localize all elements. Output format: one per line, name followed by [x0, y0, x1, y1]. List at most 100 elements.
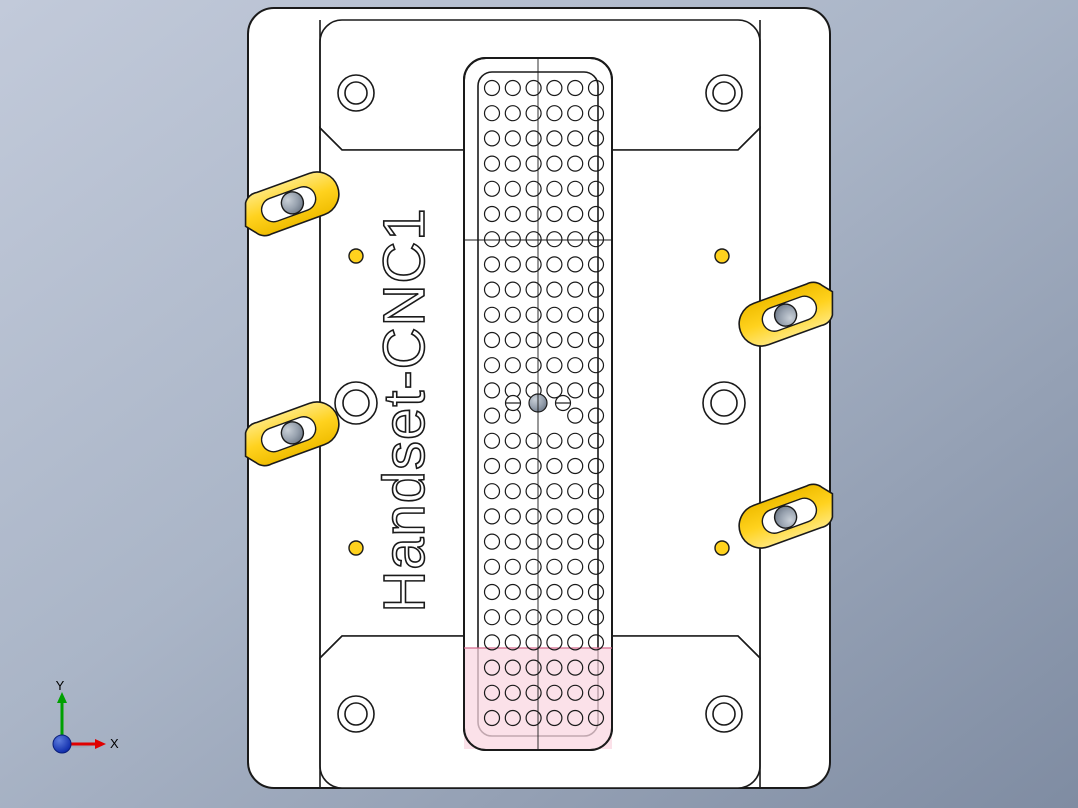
- vacuum-hole: [546, 709, 563, 727]
- vacuum-hole: [483, 457, 501, 475]
- vacuum-hole: [483, 79, 501, 97]
- engraved-part-label: Handset-CNC1: [371, 207, 438, 614]
- vacuum-hole: [567, 407, 584, 424]
- vacuum-hole: [504, 659, 521, 676]
- vacuum-hole: [567, 432, 584, 449]
- vacuum-hole: [567, 79, 584, 97]
- vacuum-hole: [567, 105, 584, 122]
- vacuum-hole: [504, 331, 521, 349]
- vacuum-hole: [546, 432, 563, 449]
- clamp-assembly-left-bottom[interactable]: [236, 396, 345, 472]
- vacuum-hole: [567, 508, 584, 525]
- clamp-assembly-right-top[interactable]: [733, 276, 842, 352]
- vacuum-hole: [587, 331, 605, 349]
- vacuum-hole: [587, 508, 605, 525]
- vacuum-hole: [587, 709, 605, 727]
- vacuum-hole: [567, 180, 584, 197]
- vacuum-hole: [567, 659, 584, 676]
- vacuum-hole: [546, 130, 563, 147]
- vacuum-hole: [483, 609, 501, 626]
- clamp-assembly-right-bottom[interactable]: [733, 478, 842, 554]
- vacuum-hole: [587, 407, 605, 424]
- vacuum-hole: [504, 281, 521, 298]
- vacuum-hole: [525, 533, 542, 550]
- vacuum-hole: [525, 205, 542, 223]
- vacuum-hole: [546, 281, 563, 298]
- vacuum-hole: [504, 256, 521, 273]
- vacuum-hole: [504, 609, 521, 626]
- vacuum-hole: [587, 155, 605, 172]
- vacuum-hole: [504, 533, 521, 550]
- vacuum-hole: [483, 331, 501, 349]
- vacuum-hole: [546, 357, 563, 374]
- vacuum-hole: [587, 205, 605, 223]
- vacuum-hole: [525, 709, 542, 727]
- centerlines: [464, 58, 612, 750]
- clamp-assembly-left-top[interactable]: [236, 166, 345, 242]
- vacuum-hole: [546, 457, 563, 475]
- vacuum-hole: [525, 457, 542, 475]
- vacuum-hole: [567, 709, 584, 727]
- vacuum-hole: [546, 583, 563, 601]
- vacuum-hole: [525, 634, 542, 651]
- vacuum-hole: [483, 407, 501, 424]
- vacuum-hole: [567, 256, 584, 273]
- dowel-pin: [714, 248, 730, 264]
- vacuum-hole: [546, 231, 563, 248]
- vacuum-hole: [483, 583, 501, 601]
- vacuum-hole: [504, 432, 521, 449]
- vacuum-hole: [546, 634, 563, 651]
- dowel-pin: [348, 248, 364, 264]
- vacuum-hole: [525, 483, 542, 500]
- vacuum-hole: [546, 483, 563, 500]
- vacuum-hole: [504, 105, 521, 122]
- vacuum-hole: [504, 558, 521, 575]
- vacuum-hole: [546, 331, 563, 349]
- vacuum-hole: [483, 155, 501, 172]
- vacuum-hole: [546, 609, 563, 626]
- vacuum-hole: [567, 231, 584, 248]
- vacuum-hole: [504, 231, 521, 248]
- vacuum-hole: [546, 508, 563, 525]
- vacuum-hole: [567, 634, 584, 651]
- vacuum-hole: [504, 709, 521, 727]
- axis-label-y: Y: [56, 678, 65, 693]
- dowel-pins[interactable]: [348, 248, 730, 556]
- clamp-pin: [773, 505, 798, 529]
- vacuum-hole: [567, 306, 584, 323]
- vacuum-hole: [567, 130, 584, 147]
- vacuum-hole: [483, 659, 501, 676]
- vacuum-hole: [587, 583, 605, 601]
- vacuum-hole: [567, 331, 584, 349]
- vacuum-hole: [546, 306, 563, 323]
- vacuum-hole: [587, 306, 605, 323]
- vacuum-hole: [504, 508, 521, 525]
- vacuum-hole: [525, 659, 542, 676]
- vacuum-hole: [567, 583, 584, 601]
- vacuum-hole: [483, 558, 501, 575]
- vacuum-hole: [483, 281, 501, 298]
- vacuum-hole: [546, 105, 563, 122]
- vacuum-hole: [546, 684, 563, 701]
- dowel-pin: [348, 540, 364, 556]
- vacuum-hole: [546, 180, 563, 197]
- vacuum-hole: [504, 180, 521, 197]
- locating-bores[interactable]: [334, 74, 746, 733]
- bore: [337, 695, 375, 733]
- vacuum-hole: [567, 609, 584, 626]
- clamp-pin: [280, 421, 305, 445]
- vacuum-hole: [525, 508, 542, 525]
- vacuum-hole: [587, 79, 605, 97]
- vacuum-hole: [504, 155, 521, 172]
- vacuum-hole: [525, 306, 542, 323]
- vacuum-hole: [567, 155, 584, 172]
- vacuum-hole: [546, 659, 563, 676]
- bore: [705, 695, 743, 733]
- vacuum-hole: [525, 231, 542, 248]
- vacuum-hole: [504, 634, 521, 651]
- vacuum-hole: [567, 457, 584, 475]
- vacuum-hole: [546, 533, 563, 550]
- vacuum-hole: [525, 281, 542, 298]
- vacuum-hole: [587, 483, 605, 500]
